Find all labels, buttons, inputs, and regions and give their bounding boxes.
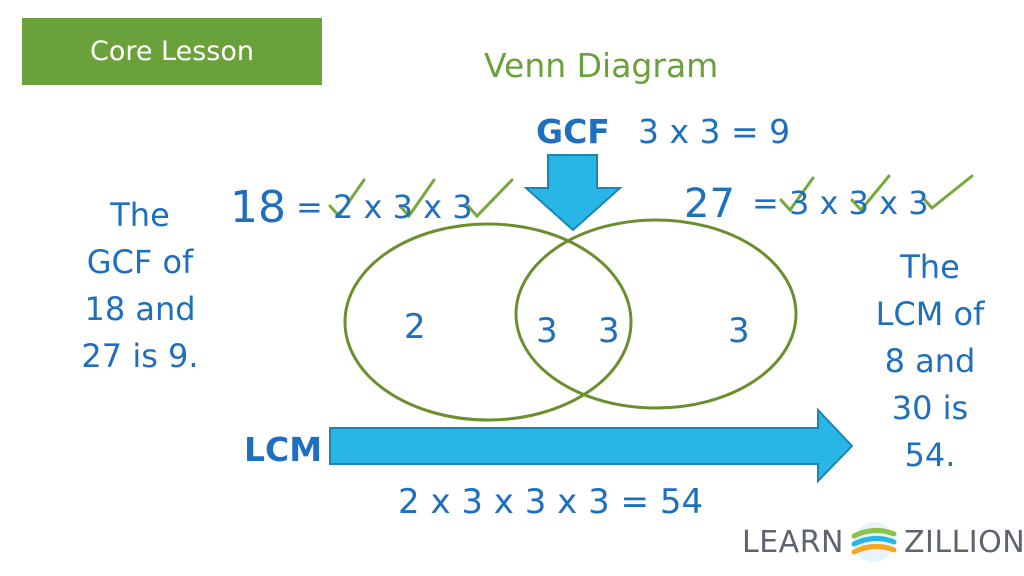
logo-mark-icon: [851, 522, 897, 562]
page-title: Venn Diagram: [484, 46, 719, 85]
check-mark: [398, 178, 436, 219]
venn-shared-value: 3: [598, 311, 620, 351]
badge-label: Core Lesson: [89, 36, 255, 67]
learnzillion-logo: LEARN ZILLION: [742, 520, 1024, 564]
right-number: 27: [684, 181, 735, 227]
left-factor-expression: = 2 x 3 x 3: [296, 188, 473, 226]
venn-shared-value: 3: [536, 311, 558, 351]
gcf-label: GCF: [536, 112, 610, 151]
venn-right-value: 3: [728, 311, 750, 351]
check-mark: [850, 174, 891, 213]
check-mark: [779, 176, 815, 213]
note-line: GCF of: [86, 243, 194, 281]
note-line: The: [110, 196, 170, 234]
check-mark: [921, 174, 974, 211]
lcm-expression: 2 x 3 x 3 x 3 = 54: [398, 482, 704, 522]
venn-left-circle: [343, 222, 633, 422]
lcm-note: The LCM of 8 and 30 is 54.: [852, 244, 1008, 479]
gcf-note: The GCF of 18 and 27 is 9.: [58, 192, 222, 380]
note-line: LCM of: [875, 295, 985, 333]
note-line: 18 and: [84, 290, 196, 328]
note-line: 27 is 9.: [81, 337, 199, 375]
lcm-right-arrow: [329, 407, 854, 484]
note-line: 8 and: [884, 342, 976, 380]
venn-left-value: 2: [404, 307, 426, 347]
check-mark: [466, 178, 514, 219]
logo-text-right: ZILLION: [903, 524, 1024, 560]
core-lesson-badge: Core Lesson: [22, 18, 322, 85]
venn-right-circle: [514, 218, 798, 410]
gcf-down-arrow: [523, 154, 623, 232]
left-number: 18: [230, 182, 286, 233]
right-factor-expression: = 3 x 3 x 3: [752, 184, 929, 222]
note-line: 30 is: [891, 389, 969, 427]
logo-text-left: LEARN: [742, 524, 844, 560]
note-line: 54.: [904, 436, 956, 474]
check-mark: [328, 178, 366, 219]
lcm-label: LCM: [244, 430, 323, 469]
note-line: The: [900, 248, 960, 286]
gcf-expression: 3 x 3 = 9: [638, 112, 791, 151]
